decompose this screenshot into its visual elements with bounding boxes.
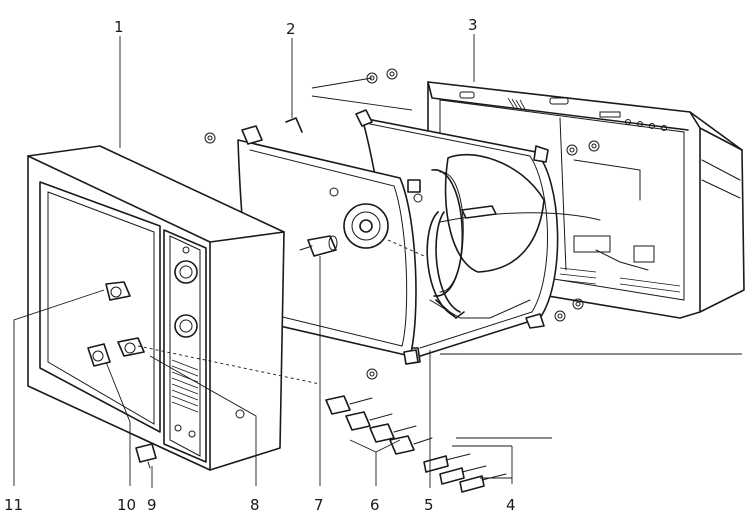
callout-9: 9: [147, 496, 157, 514]
mounting-bracket: [426, 211, 465, 319]
mounting-nuts-top: [204, 68, 600, 380]
callout-3: 3: [468, 16, 478, 34]
callout-7: 7: [314, 496, 324, 514]
callout-4: 4: [506, 496, 516, 514]
leader-lines: [13, 34, 742, 488]
callout-6: 6: [370, 496, 380, 514]
callout-10: 10: [117, 496, 136, 514]
callout-5: 5: [424, 496, 434, 514]
callout-11: 11: [4, 496, 23, 514]
knob-9: [135, 443, 157, 469]
callout-1: 1: [114, 18, 124, 36]
knob-set-6: [325, 395, 433, 455]
shaft-set-4: [423, 453, 507, 493]
front-cabinet: [27, 145, 285, 471]
callout-8: 8: [250, 496, 260, 514]
callout-2: 2: [286, 20, 296, 38]
knob-7: [299, 235, 338, 257]
